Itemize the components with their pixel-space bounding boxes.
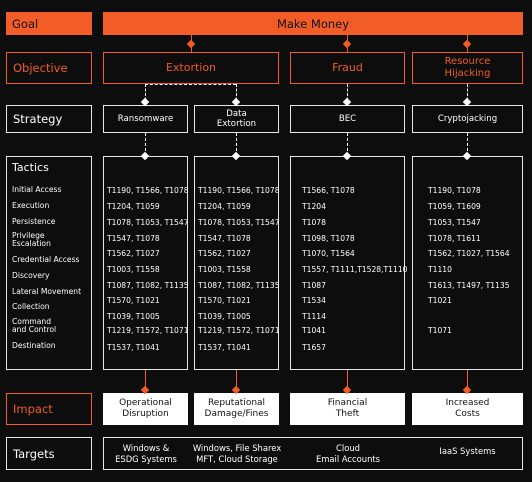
tactic-name: Command and Control xyxy=(12,317,57,334)
target-iaas-systems: IaaS Systems xyxy=(439,446,496,456)
tactic-cell: T1537, T1041 xyxy=(198,343,251,352)
tactic-name: Lateral Movement xyxy=(12,287,82,296)
tactic-cell: T1537, T1041 xyxy=(107,343,160,352)
tactic-cell: T1078, T1611 xyxy=(428,234,481,243)
tactic-cell: T1190, T1078 xyxy=(428,186,481,195)
row-label-tactics-box xyxy=(6,156,92,370)
tactics-column-ransomware xyxy=(103,156,188,370)
tactic-cell: T1114 xyxy=(302,312,326,321)
tactic-cell: T1003, T1558 xyxy=(198,265,251,274)
targets-box xyxy=(103,437,523,470)
tactics-impact-connector xyxy=(347,370,348,393)
tactic-cell: T1059, T1609 xyxy=(428,202,481,211)
tactic-cell: T1219, T1572, T1071 xyxy=(198,326,280,335)
strategy-tactics-connector xyxy=(145,133,146,156)
tactics-impact-connector xyxy=(467,370,468,393)
tactic-cell: T1087, T1082, T1135 xyxy=(107,281,189,290)
impact-reputational-damage: Reputational Damage/Fines xyxy=(194,393,279,425)
tactics-column-cryptojacking xyxy=(412,156,523,370)
strategy-bec: BEC xyxy=(290,105,405,133)
tactic-cell: T1071 xyxy=(428,326,452,335)
tactic-name: Destination xyxy=(12,341,56,350)
objective-fraud: Fraud xyxy=(290,52,405,84)
objective-extortion: Extortion xyxy=(103,52,279,84)
tactic-cell: T1053, T1547 xyxy=(428,218,481,227)
tactic-name: Discovery xyxy=(12,271,50,280)
tactic-name: Persistence xyxy=(12,217,56,226)
tactic-cell: T1204 xyxy=(302,202,326,211)
row-label-targets: Targets xyxy=(6,437,92,470)
tactic-cell: T1190, T1566, T1078 xyxy=(198,186,280,195)
goal-objective-node xyxy=(342,39,352,49)
tactic-cell: T1021 xyxy=(428,296,452,305)
tactic-cell: T1078, T1053, T1547 xyxy=(107,218,189,227)
row-label-impact: Impact xyxy=(6,393,92,425)
strategy-tactics-connector xyxy=(236,133,237,156)
row-label-tactics: Tactics xyxy=(12,161,49,174)
strategy-tactics-connector xyxy=(467,133,468,156)
extortion-branch-line xyxy=(145,84,236,85)
tactic-cell: T1562, T1027, T1564 xyxy=(428,249,510,258)
strategy-cryptojacking: Cryptojacking xyxy=(412,105,523,133)
objective-strategy-connector xyxy=(145,84,146,105)
goal-objective-node xyxy=(462,39,472,49)
goal-box: Make Money xyxy=(103,12,523,35)
row-label-goal: Goal xyxy=(6,12,92,35)
objective-strategy-connector xyxy=(236,84,237,105)
tactic-cell: T1078 xyxy=(302,218,326,227)
tactic-cell: T1098, T1078 xyxy=(302,234,355,243)
tactic-cell: T1078, T1053, T1547 xyxy=(198,218,280,227)
strategy-tactics-connector xyxy=(347,133,348,156)
tactic-name: Execution xyxy=(12,201,50,210)
tactic-cell: T1087 xyxy=(302,281,326,290)
impact-increased-costs: Increased Costs xyxy=(412,393,523,425)
goal-objective-node xyxy=(186,39,196,49)
impact-operational-disruption: Operational Disruption xyxy=(103,393,188,425)
tactic-cell: T1190, T1566, T1078 xyxy=(107,186,189,195)
strategy-data-extortion: Data Extortion xyxy=(194,105,279,133)
objective-resource-hijacking: Resource Hijacking xyxy=(412,52,523,84)
tactic-cell: T1562, T1027 xyxy=(198,249,251,258)
strategy-ransomware: Ransomware xyxy=(103,105,188,133)
tactic-name: Initial Access xyxy=(12,185,62,194)
tactic-cell: T1070, T1564 xyxy=(302,249,355,258)
tactic-cell: T1204, T1059 xyxy=(107,202,160,211)
tactic-cell: T1003, T1558 xyxy=(107,265,160,274)
tactic-cell: T1566, T1078 xyxy=(302,186,355,195)
tactic-cell: T1087, T1082, T1135 xyxy=(198,281,280,290)
tactic-cell: T1041 xyxy=(302,326,326,335)
tactics-column-bec xyxy=(290,156,405,370)
row-label-objective: Objective xyxy=(6,52,92,84)
tactic-name: Credential Access xyxy=(12,255,80,264)
objective-strategy-connector xyxy=(467,84,468,105)
objective-strategy-connector xyxy=(347,84,348,105)
tactics-column-data-extortion xyxy=(194,156,279,370)
tactic-cell: T1547, T1078 xyxy=(198,234,251,243)
tactic-cell: T1219, T1572, T1071 xyxy=(107,326,189,335)
tactic-cell: T1039, T1005 xyxy=(107,312,160,321)
tactic-name: Privilege Escalation xyxy=(12,231,51,248)
tactic-cell: T1557, T1111,T1528,T1110 xyxy=(302,265,408,274)
tactic-cell: T1570, T1021 xyxy=(198,296,251,305)
tactic-cell: T1547, T1078 xyxy=(107,234,160,243)
tactic-name: Collection xyxy=(12,302,50,311)
tactic-cell: T1657 xyxy=(302,343,326,352)
impact-financial-theft: Financial Theft xyxy=(290,393,405,425)
tactics-impact-connector xyxy=(236,370,237,393)
row-label-strategy: Strategy xyxy=(6,105,92,133)
tactic-cell: T1039, T1005 xyxy=(198,312,251,321)
tactic-cell: T1613, T1497, T1135 xyxy=(428,281,510,290)
tactics-impact-connector xyxy=(145,370,146,393)
target-windows-esdg: Windows & ESDG Systems xyxy=(115,443,177,464)
tactic-cell: T1110 xyxy=(428,265,452,274)
tactic-cell: T1204, T1059 xyxy=(198,202,251,211)
tactic-cell: T1534 xyxy=(302,296,326,305)
tactic-cell: T1570, T1021 xyxy=(107,296,160,305)
target-cloud-email: Cloud Email Accounts xyxy=(315,443,381,464)
target-windows-file-share: Windows, File Sharex MFT, Cloud Storage xyxy=(192,443,282,464)
tactic-cell: T1562, T1027 xyxy=(107,249,160,258)
